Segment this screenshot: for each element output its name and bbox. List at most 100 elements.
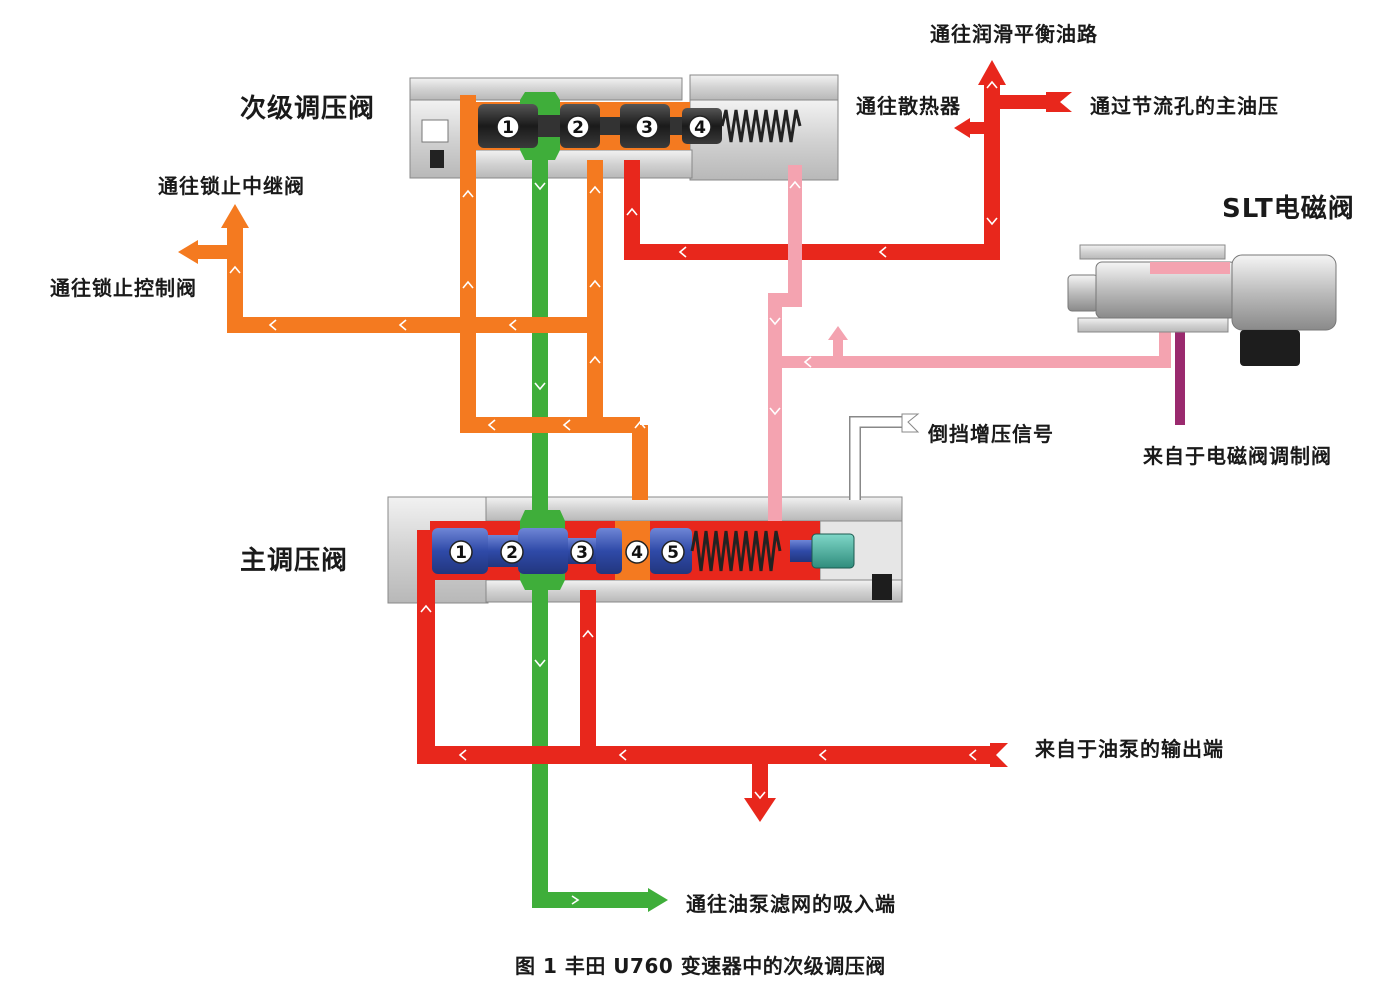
slt-feed-line bbox=[775, 318, 1171, 368]
secondary-feedback-line bbox=[460, 95, 640, 433]
secondary-spring bbox=[720, 109, 802, 143]
flow-arrow bbox=[462, 280, 474, 289]
slt-solenoid bbox=[1067, 244, 1337, 366]
figure-caption: 图 1 丰田 U760 变速器中的次级调压阀 bbox=[515, 954, 886, 978]
to-lockup-control-label: 通往锁止控制阀 bbox=[50, 276, 197, 300]
flow-arrow bbox=[589, 355, 601, 364]
flow-arrow bbox=[986, 80, 998, 89]
flow-arrow bbox=[458, 749, 467, 761]
flow-arrow bbox=[678, 246, 687, 258]
secondary-neck-3 bbox=[670, 117, 682, 135]
to-radiator-label: 通往散热器 bbox=[856, 94, 961, 118]
secondary-neck-2 bbox=[600, 117, 620, 135]
secondary-port-circle-4 bbox=[688, 115, 712, 139]
lockup-relay-arrowhead bbox=[221, 204, 249, 228]
flow-arrow bbox=[789, 180, 801, 189]
slt-nose bbox=[1067, 274, 1099, 312]
secondary-body-bottom bbox=[471, 149, 693, 179]
reverse-line-outline bbox=[849, 416, 905, 500]
lockup-control-arrowhead bbox=[178, 240, 198, 264]
pump-branch-down-head bbox=[744, 798, 776, 822]
secondary-port-1: 1 bbox=[502, 118, 514, 138]
flow-arrow bbox=[626, 207, 638, 216]
secondary-port-circle-1 bbox=[496, 115, 520, 139]
secondary-port-circle-2 bbox=[566, 115, 590, 139]
flow-arrow bbox=[462, 189, 474, 198]
slt-bleed-head bbox=[828, 326, 848, 340]
from-solenoid-modulator-label: 来自于电磁阀调制阀 bbox=[1143, 444, 1332, 468]
primary-land-2 bbox=[518, 528, 568, 574]
primary-plunger-pin bbox=[872, 574, 892, 600]
slt-connector bbox=[1240, 330, 1300, 366]
primary-plunger-rod bbox=[790, 540, 812, 562]
secondary-endplug-slot bbox=[421, 119, 449, 143]
flow-arrow bbox=[589, 185, 601, 194]
flow-arrow bbox=[818, 749, 827, 761]
drain-line-lower bbox=[532, 585, 650, 908]
primary-port-4: 4 bbox=[631, 543, 643, 563]
slt-housing-top bbox=[1079, 244, 1226, 260]
pump-inlet-tail bbox=[990, 743, 1008, 767]
lube-arrowhead bbox=[978, 60, 1006, 85]
to-lockup-relay-label: 通往锁止中继阀 bbox=[158, 174, 305, 198]
primary-spring bbox=[690, 530, 782, 572]
secondary-endplug-pin bbox=[430, 150, 444, 168]
reverse-boost-label: 倒挡增压信号 bbox=[928, 422, 1054, 446]
flow-arrow bbox=[968, 749, 977, 761]
flow-arrow bbox=[769, 317, 781, 326]
drain-arrowhead bbox=[648, 888, 668, 912]
to-lubrication-label: 通往润滑平衡油路 bbox=[930, 22, 1098, 46]
flow-arrow bbox=[589, 279, 601, 288]
secondary-port-3: 3 bbox=[641, 118, 653, 138]
reverse-line bbox=[850, 417, 905, 500]
flow-arrow bbox=[534, 182, 546, 191]
flow-arrow bbox=[229, 265, 241, 274]
primary-land-3 bbox=[596, 528, 622, 574]
passages bbox=[178, 60, 1185, 912]
flow-arrow bbox=[754, 791, 766, 800]
primary-port-circle-2 bbox=[500, 540, 524, 564]
flow-arrow bbox=[420, 604, 432, 613]
flow-arrow bbox=[878, 246, 887, 258]
flow-arrow bbox=[562, 419, 571, 431]
flow-arrow bbox=[268, 319, 277, 331]
orifice-tail bbox=[1046, 92, 1072, 112]
primary-plunger bbox=[811, 533, 855, 569]
slt-port bbox=[1150, 262, 1230, 274]
primary-port-circle-5 bbox=[661, 540, 685, 564]
primary-port-circle-3 bbox=[570, 540, 594, 564]
slt-housing-bottom bbox=[1077, 317, 1229, 333]
flow-arrow bbox=[769, 407, 781, 416]
flow-arrow bbox=[508, 319, 517, 331]
slt-coil bbox=[1231, 254, 1337, 331]
primary-port-1: 1 bbox=[455, 543, 467, 563]
primary-port-2: 2 bbox=[506, 543, 518, 563]
radiator-arrowhead bbox=[954, 118, 970, 138]
secondary-spring-housing-top bbox=[689, 74, 839, 101]
flow-arrow bbox=[986, 217, 998, 226]
primary-port-circle-1 bbox=[449, 540, 473, 564]
primary-port-numbers: 1 2 3 4 5 bbox=[449, 540, 685, 564]
primary-valve-label: 主调压阀 bbox=[240, 546, 349, 576]
primary-port-3: 3 bbox=[576, 543, 588, 563]
via-orifice-label: 通过节流孔的主油压 bbox=[1090, 94, 1279, 118]
secondary-neck-1 bbox=[538, 115, 560, 137]
secondary-valve-label: 次级调压阀 bbox=[240, 94, 376, 124]
flow-arrow bbox=[571, 895, 580, 905]
flow-arrow bbox=[634, 420, 646, 429]
flow-arrow bbox=[534, 382, 546, 391]
secondary-port-numbers: 1 2 3 4 bbox=[496, 115, 712, 139]
reverse-tail bbox=[901, 413, 920, 433]
primary-port-5: 5 bbox=[667, 543, 679, 563]
flow-arrow bbox=[534, 659, 546, 668]
flow-arrows bbox=[229, 80, 998, 905]
cooler-line bbox=[624, 85, 1000, 260]
flow-arrow bbox=[803, 356, 812, 368]
flow-arrow bbox=[398, 319, 407, 331]
secondary-port-2: 2 bbox=[572, 118, 584, 138]
secondary-port-circle-3 bbox=[635, 115, 659, 139]
flow-arrow bbox=[618, 749, 627, 761]
slt-solenoid-label: SLT电磁阀 bbox=[1222, 194, 1355, 224]
